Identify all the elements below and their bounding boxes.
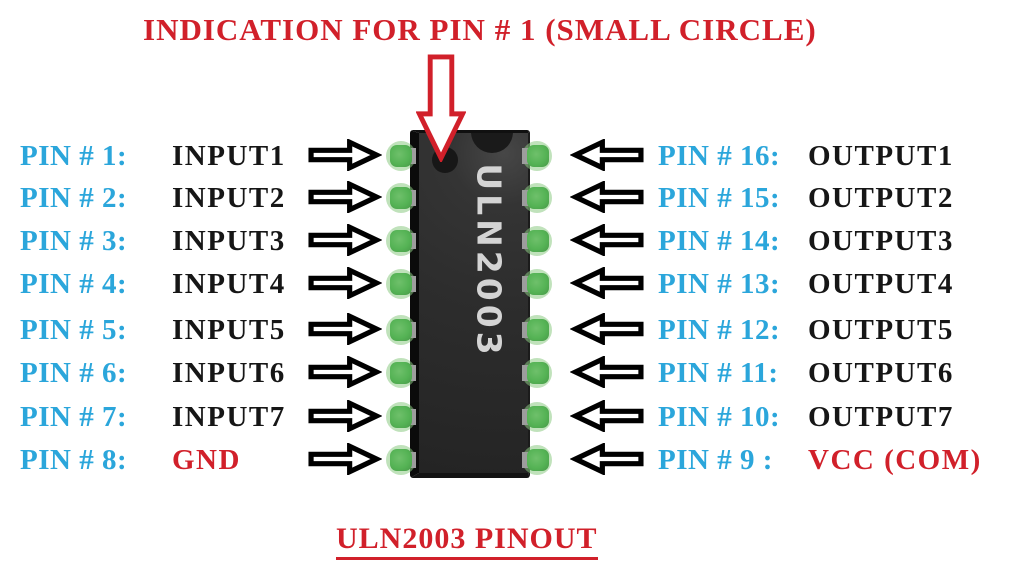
chip-pin-left-6-icon <box>386 358 416 388</box>
arrow-right-icon <box>306 356 382 388</box>
pin-signal-label: OUTPUT2 <box>808 182 954 214</box>
pin-signal-label: VCC (COM) <box>808 444 982 476</box>
pin-number-label: PIN # 13: <box>658 268 781 300</box>
chip-pin-right-4-icon <box>522 269 552 299</box>
pin-number-label: PIN # 2: <box>20 182 128 214</box>
pin-number-label: PIN # 5: <box>20 314 128 346</box>
pin-signal-label: GND <box>172 444 241 476</box>
arrow-left-icon <box>570 313 646 345</box>
diagram-footer-title: ULN2003 PINOUT <box>336 522 598 560</box>
left-pin-row-6: PIN # 6: INPUT6 <box>0 356 1024 390</box>
pin-number-label: PIN # 4: <box>20 268 128 300</box>
right-pin-row-4: PIN # 13: OUTPUT4 <box>0 267 1024 301</box>
right-pin-row-7: PIN # 10: OUTPUT7 <box>0 400 1024 434</box>
pin-number-label: PIN # 16: <box>658 140 781 172</box>
left-pin-row-7: PIN # 7: INPUT7 <box>0 400 1024 434</box>
chip-pin-left-7-icon <box>386 402 416 432</box>
pin-number-label: PIN # 14: <box>658 225 781 257</box>
left-pin-row-2: PIN # 2: INPUT2 <box>0 181 1024 215</box>
chip-pin-right-1-icon <box>522 141 552 171</box>
pin-number-label: PIN # 1: <box>20 140 128 172</box>
pin-signal-label: INPUT6 <box>172 357 286 389</box>
pin-number-label: PIN # 9 : <box>658 444 773 476</box>
chip-pin-left-1-icon <box>386 141 416 171</box>
pin-signal-label: INPUT4 <box>172 268 286 300</box>
right-pin-row-8: PIN # 9 : VCC (COM) <box>0 443 1024 477</box>
pin-signal-label: INPUT1 <box>172 140 286 172</box>
chip-pin-left-5-icon <box>386 315 416 345</box>
chip-pin-left-8-icon <box>386 445 416 475</box>
pin-number-label: PIN # 12: <box>658 314 781 346</box>
pin-number-label: PIN # 15: <box>658 182 781 214</box>
chip-pin-right-7-icon <box>522 402 552 432</box>
right-pin-row-1: PIN # 16: OUTPUT1 <box>0 139 1024 173</box>
right-pin-row-5: PIN # 12: OUTPUT5 <box>0 313 1024 347</box>
left-pin-row-3: PIN # 3: INPUT3 <box>0 224 1024 258</box>
arrow-right-icon <box>306 267 382 299</box>
left-pin-row-8: PIN # 8: GND <box>0 443 1024 477</box>
arrow-right-icon <box>306 400 382 432</box>
pin-signal-label: OUTPUT7 <box>808 401 954 433</box>
pin-signal-label: OUTPUT5 <box>808 314 954 346</box>
pin-number-label: PIN # 8: <box>20 444 128 476</box>
chip-pin-left-3-icon <box>386 226 416 256</box>
chip-pin-left-2-icon <box>386 183 416 213</box>
pin-number-label: PIN # 6: <box>20 357 128 389</box>
arrow-left-icon <box>570 139 646 171</box>
pin-signal-label: INPUT2 <box>172 182 286 214</box>
arrow-left-icon <box>570 181 646 213</box>
chip-notch-icon <box>471 133 513 153</box>
chip-pin-right-3-icon <box>522 226 552 256</box>
pin-number-label: PIN # 10: <box>658 401 781 433</box>
arrow-left-icon <box>570 267 646 299</box>
pin-signal-label: OUTPUT4 <box>808 268 954 300</box>
pin-signal-label: OUTPUT3 <box>808 225 954 257</box>
chip-pin-right-5-icon <box>522 315 552 345</box>
chip-pin-right-6-icon <box>522 358 552 388</box>
right-pin-row-3: PIN # 14: OUTPUT3 <box>0 224 1024 258</box>
ic-chip: ULN2003 <box>410 130 530 478</box>
chip-pin-right-2-icon <box>522 183 552 213</box>
pin-number-label: PIN # 7: <box>20 401 128 433</box>
pin-signal-label: INPUT5 <box>172 314 286 346</box>
arrow-right-icon <box>306 443 382 475</box>
left-pin-row-1: PIN # 1: INPUT1 <box>0 139 1024 173</box>
chip-pin-left-4-icon <box>386 269 416 299</box>
right-pin-row-2: PIN # 15: OUTPUT2 <box>0 181 1024 215</box>
pin-signal-label: INPUT3 <box>172 225 286 257</box>
arrow-left-icon <box>570 224 646 256</box>
arrow-left-icon <box>570 356 646 388</box>
pin1-indicator-arrow-icon <box>416 54 466 162</box>
pin-signal-label: OUTPUT6 <box>808 357 954 389</box>
pin-number-label: PIN # 3: <box>20 225 128 257</box>
left-pin-row-5: PIN # 5: INPUT5 <box>0 313 1024 347</box>
pin-signal-label: OUTPUT1 <box>808 140 954 172</box>
arrow-right-icon <box>306 224 382 256</box>
right-pin-row-6: PIN # 11: OUTPUT6 <box>0 356 1024 390</box>
arrow-left-icon <box>570 400 646 432</box>
arrow-right-icon <box>306 181 382 213</box>
pin-signal-label: INPUT7 <box>172 401 286 433</box>
diagram-title: INDICATION FOR PIN # 1 (SMALL CIRCLE) <box>143 12 817 47</box>
pin-number-label: PIN # 11: <box>658 357 779 389</box>
arrow-left-icon <box>570 443 646 475</box>
arrow-right-icon <box>306 313 382 345</box>
left-pin-row-4: PIN # 4: INPUT4 <box>0 267 1024 301</box>
arrow-right-icon <box>306 139 382 171</box>
chip-pin-right-8-icon <box>522 445 552 475</box>
